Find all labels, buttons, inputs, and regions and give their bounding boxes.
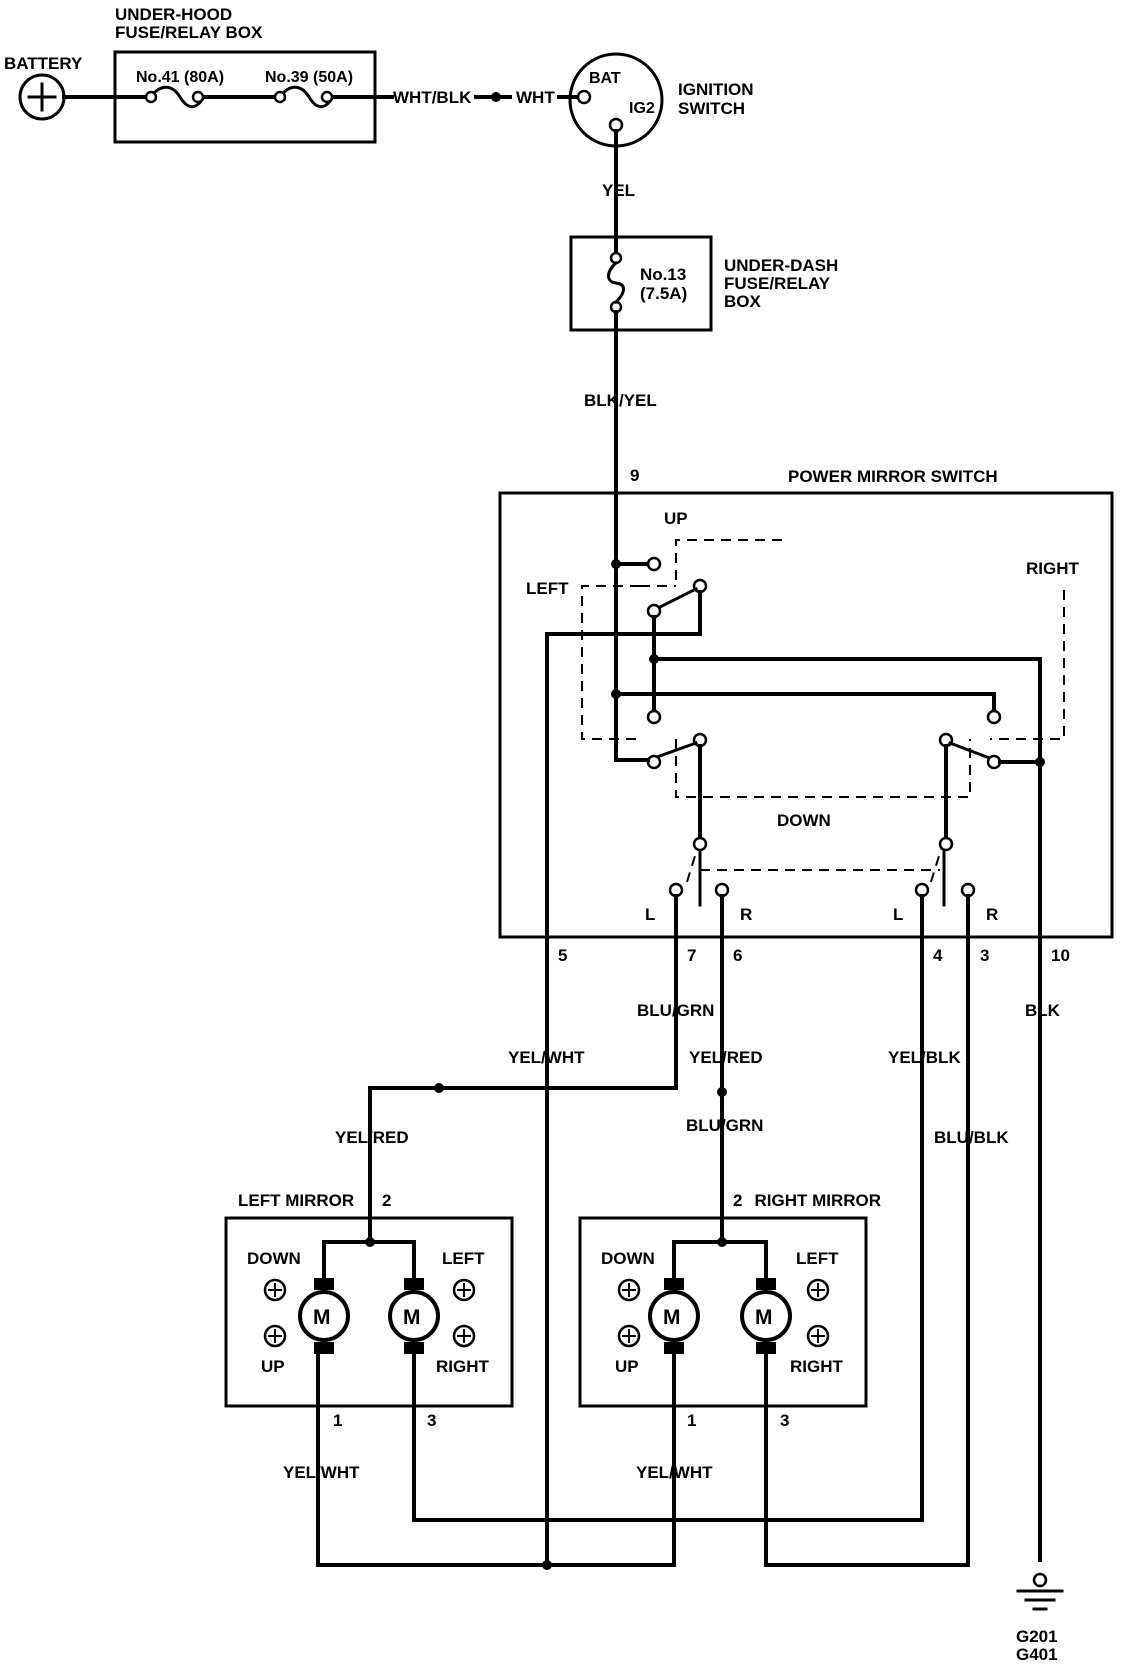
wire-yel-label: YEL — [602, 181, 635, 200]
ground-g201-label: G201 — [1016, 1627, 1058, 1646]
switch-l-left-label: L — [645, 905, 655, 924]
switch-pin-10: 10 — [1051, 946, 1070, 965]
fuse-39-symbol — [277, 85, 336, 109]
switch-pin-9: 9 — [630, 466, 639, 485]
left-mirror-plus-icons — [263, 1278, 476, 1348]
ignition-ig2-label: IG2 — [629, 100, 655, 117]
svg-text:M: M — [755, 1306, 773, 1329]
under-hood-box-title-1: UNDER-HOOD — [115, 5, 232, 24]
right-mirror-up-label: UP — [615, 1357, 639, 1376]
under-dash-title-1: UNDER-DASH — [724, 256, 838, 275]
battery-label: BATTERY — [4, 54, 83, 73]
wire-wht-label: WHT — [516, 88, 555, 107]
left-mirror-pin-1: 1 — [333, 1411, 342, 1430]
wire-blu-grn-top-label: BLU/GRN — [637, 1001, 714, 1020]
switch-up-label: UP — [664, 509, 688, 528]
svg-text:M: M — [403, 1306, 421, 1329]
right-mirror-left-label: LEFT — [796, 1249, 839, 1268]
svg-text:M: M — [313, 1306, 331, 1329]
power-mirror-switch — [498, 491, 1114, 939]
under-hood-box-title-2: FUSE/RELAY BOX — [115, 23, 263, 42]
wire-wht-blk-label: WHT/BLK — [393, 88, 472, 107]
left-mirror-title: LEFT MIRROR — [238, 1191, 354, 1210]
fuse-41-label: No.41 (80A) — [136, 69, 224, 86]
power-mirror-switch-title: POWER MIRROR SWITCH — [788, 467, 998, 486]
right-mirror-pin-3: 3 — [780, 1411, 789, 1430]
ignition-switch-title-2: SWITCH — [678, 99, 745, 118]
right-mirror — [578, 1216, 868, 1408]
fuse-39-label: No.39 (50A) — [265, 69, 353, 86]
switch-pin-5: 5 — [558, 946, 567, 965]
wire-blu-grn-mid-label: BLU/GRN — [686, 1116, 763, 1135]
wire-blk-yel-label: BLK/YEL — [584, 391, 657, 410]
right-mirror-down-label: DOWN — [601, 1249, 655, 1268]
right-mirror-motor-updown: M — [648, 1278, 700, 1354]
switch-down-label: DOWN — [777, 811, 831, 830]
connector-dot — [491, 92, 501, 102]
right-mirror-motor-leftright: M — [740, 1278, 792, 1354]
ignition-bat-label: BAT — [589, 70, 621, 87]
under-dash-title-2: FUSE/RELAY — [724, 274, 831, 293]
switch-pin-3: 3 — [980, 946, 989, 965]
wire-blk-label: BLK — [1025, 1001, 1061, 1020]
under-dash-title-3: BOX — [724, 292, 762, 311]
left-mirror-right-label: RIGHT — [436, 1357, 490, 1376]
left-mirror-motor-updown: M — [298, 1278, 350, 1354]
ground-g401-label: G401 — [1016, 1645, 1058, 1664]
fuse-13-symbol — [607, 260, 625, 305]
under-dash-fuse-box — [569, 235, 713, 332]
switch-pin-6: 6 — [733, 946, 742, 965]
wire-yel-wht-top-label: YEL/WHT — [508, 1048, 585, 1067]
right-mirror-right-label: RIGHT — [790, 1357, 844, 1376]
left-mirror-pin-3: 3 — [427, 1411, 436, 1430]
left-mirror-down-label: DOWN — [247, 1249, 301, 1268]
wire-yel-wht-left-label: YEL/WHT — [283, 1463, 360, 1482]
battery: BATTERY — [4, 54, 83, 121]
switch-left-label: LEFT — [526, 579, 569, 598]
left-mirror-pin-2: 2 — [382, 1191, 391, 1210]
switch-l-right-label: L — [893, 905, 903, 924]
switch-pin-7: 7 — [687, 946, 696, 965]
right-mirror-pin-1: 1 — [687, 1411, 696, 1430]
wire-yel-red-left-label: YEL/RED — [335, 1128, 409, 1147]
left-mirror-up-label: UP — [261, 1357, 285, 1376]
fuse-41-symbol — [148, 85, 207, 109]
wire-yel-wht-right-label: YEL/WHT — [636, 1463, 713, 1482]
switch-right-label: RIGHT — [1026, 559, 1080, 578]
left-mirror-motor-leftright: M — [388, 1278, 440, 1354]
switch-r-left-label: R — [740, 905, 752, 924]
switch-r-right-label: R — [986, 905, 998, 924]
left-mirror-left-label: LEFT — [442, 1249, 485, 1268]
right-mirror-plus-icons — [617, 1278, 830, 1348]
wire-yel-red-mid-label: YEL/RED — [689, 1048, 763, 1067]
ignition-switch-title-1: IGNITION — [678, 80, 754, 99]
switch-pin-4: 4 — [933, 946, 943, 965]
wire-yel-blk-label: YEL/BLK — [888, 1048, 961, 1067]
wire-blu-blk-label: BLU/BLK — [934, 1128, 1009, 1147]
svg-text:M: M — [663, 1306, 681, 1329]
ground-symbol — [1016, 1589, 1064, 1611]
left-mirror — [224, 1216, 514, 1408]
fuse-13-rating: (7.5A) — [640, 284, 687, 303]
fuse-13-label: No.13 — [640, 265, 686, 284]
